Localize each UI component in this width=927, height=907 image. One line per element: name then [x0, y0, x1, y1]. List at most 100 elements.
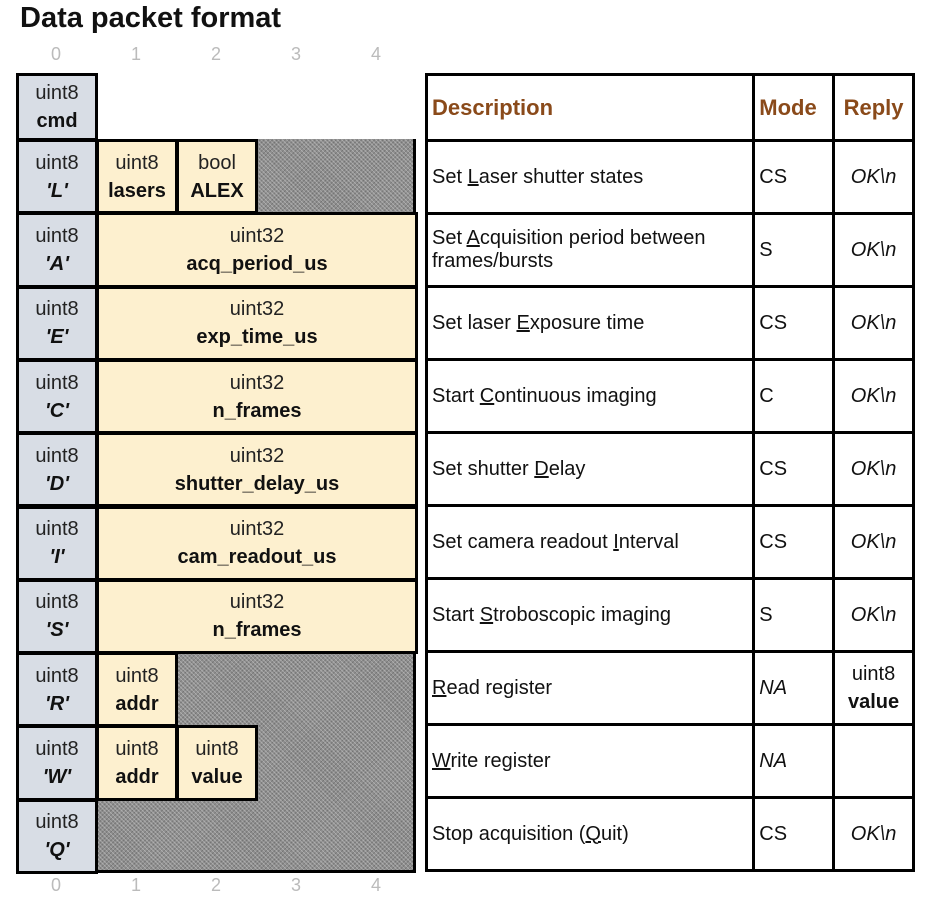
field-name: addr [115, 692, 159, 715]
reply-cell: OK\n [832, 431, 915, 507]
description-cell: Read register [424, 650, 756, 726]
mode-cell: NA [752, 723, 836, 799]
table-row: Start Stroboscopic imaging S OK\n [424, 577, 915, 653]
reply-cell: OK\n [832, 212, 915, 288]
cmd-type: uint8 [35, 151, 79, 174]
desc-post: rite register [450, 749, 551, 772]
desc-key: C [479, 384, 495, 407]
byte-axis-top: 0 1 2 3 4 [16, 44, 416, 68]
header-mode: Mode [752, 73, 836, 142]
desc-post: uit) [600, 822, 629, 845]
table-header-row: Description Mode Reply [424, 73, 915, 142]
desc-key: W [432, 749, 451, 772]
mode-cell: CS [752, 431, 836, 507]
desc-key: A [466, 227, 480, 249]
field-type: uint32 [229, 224, 285, 247]
desc-key: S [479, 603, 494, 626]
field-name: exp_time_us [196, 326, 318, 349]
mode-cell: CS [752, 504, 836, 580]
cmd-code: 'D' [45, 472, 69, 495]
cmd-cell: uint8 'L' [16, 139, 98, 215]
byte-tick: 2 [210, 875, 221, 895]
desc-pre: Start [432, 603, 480, 626]
byte-tick: 3 [290, 44, 301, 64]
reply-cell: OK\n [832, 796, 915, 872]
desc-post: cquisition period between frames/bursts [432, 227, 706, 272]
desc-pre: Stop acquisition ( [432, 822, 586, 845]
mode-cell: S [752, 577, 836, 653]
reply-cell: OK\n [832, 139, 915, 215]
byte-tick: 3 [290, 875, 301, 895]
field-name: lasers [108, 179, 166, 202]
field-type: uint8 [115, 738, 159, 761]
cmd-type: uint8 [35, 298, 79, 321]
payload-field: bool ALEX [176, 139, 258, 215]
desc-pre: Set shutter [432, 457, 535, 480]
field-name: shutter_delay_us [174, 472, 340, 495]
cmd-header-name: cmd [36, 110, 78, 132]
field-type: uint32 [229, 298, 285, 321]
table-row: Set laser Exposure time CS OK\n [424, 285, 915, 361]
header-reply: Reply [832, 73, 915, 142]
desc-key: I [613, 530, 619, 553]
reply-cell: OK\n [832, 577, 915, 653]
payload-field: uint32 n_frames [96, 578, 418, 655]
byte-tick: 4 [370, 875, 381, 895]
command-table: Description Mode Reply Set Laser shutter… [424, 73, 915, 872]
cmd-code: 'Q' [44, 839, 70, 862]
reply-name: value [847, 691, 900, 713]
desc-pre: Set laser [432, 311, 517, 334]
payload-field: uint32 cam_readout_us [96, 505, 418, 581]
desc-pre: Set [432, 227, 467, 249]
description-cell: Write register [424, 723, 756, 799]
field-name: acq_period_us [186, 252, 328, 275]
cmd-type: uint8 [35, 371, 79, 394]
desc-post: xposure time [529, 311, 645, 334]
description-cell: Start Stroboscopic imaging [424, 577, 756, 653]
mode-cell: CS [752, 139, 836, 215]
cmd-code: 'A' [45, 252, 69, 275]
field-type: uint8 [115, 664, 159, 687]
field-type: uint32 [229, 518, 285, 541]
desc-pre: Set [432, 165, 468, 188]
cmd-type: uint8 [35, 224, 79, 247]
cmd-type: uint8 [35, 811, 79, 834]
payload-field: uint32 n_frames [96, 358, 418, 435]
cmd-cell: uint8 'Q' [16, 798, 98, 874]
description-cell: Stop acquisition (Quit) [424, 796, 756, 872]
reply-cell: OK\n [832, 358, 915, 434]
cmd-code: 'I' [49, 546, 65, 569]
byte-tick: 0 [50, 875, 61, 895]
field-name: n_frames [212, 619, 302, 642]
description-cell: Set Acquisition period between frames/bu… [424, 212, 756, 288]
cmd-code: 'W' [42, 766, 72, 789]
desc-key: D [534, 457, 549, 480]
header-description: Description [424, 73, 756, 142]
cmd-cell: uint8 'C' [16, 358, 98, 435]
table-row: Set shutter Delay CS OK\n [424, 431, 915, 507]
table-row: Start Continuous imaging C OK\n [424, 358, 915, 434]
cmd-type: uint8 [35, 738, 79, 761]
cmd-cell: uint8 'W' [16, 725, 98, 801]
cmd-cell: uint8 'E' [16, 285, 98, 361]
payload-field: uint32 shutter_delay_us [96, 432, 418, 508]
reply-cell [832, 723, 915, 799]
cmd-type: uint8 [35, 444, 79, 467]
table-row: Set Acquisition period between frames/bu… [424, 212, 915, 288]
mode-cell: NA [752, 650, 836, 726]
field-name: ALEX [190, 179, 244, 202]
reply-cell: OK\n [832, 285, 915, 361]
desc-post: elay [548, 457, 586, 480]
description-cell: Set Laser shutter states [424, 139, 756, 215]
desc-key: Q [585, 822, 601, 845]
byte-tick: 1 [130, 875, 141, 895]
cmd-header-cell: uint8 cmd [16, 73, 98, 141]
field-type: uint32 [229, 444, 285, 467]
cmd-type: uint8 [35, 518, 79, 541]
page-title: Data packet format [20, 2, 282, 34]
desc-pre: Start [432, 384, 480, 407]
mode-cell: CS [752, 796, 836, 872]
payload-field: uint8 addr [96, 725, 178, 801]
table-row: Write register NA [424, 723, 915, 799]
